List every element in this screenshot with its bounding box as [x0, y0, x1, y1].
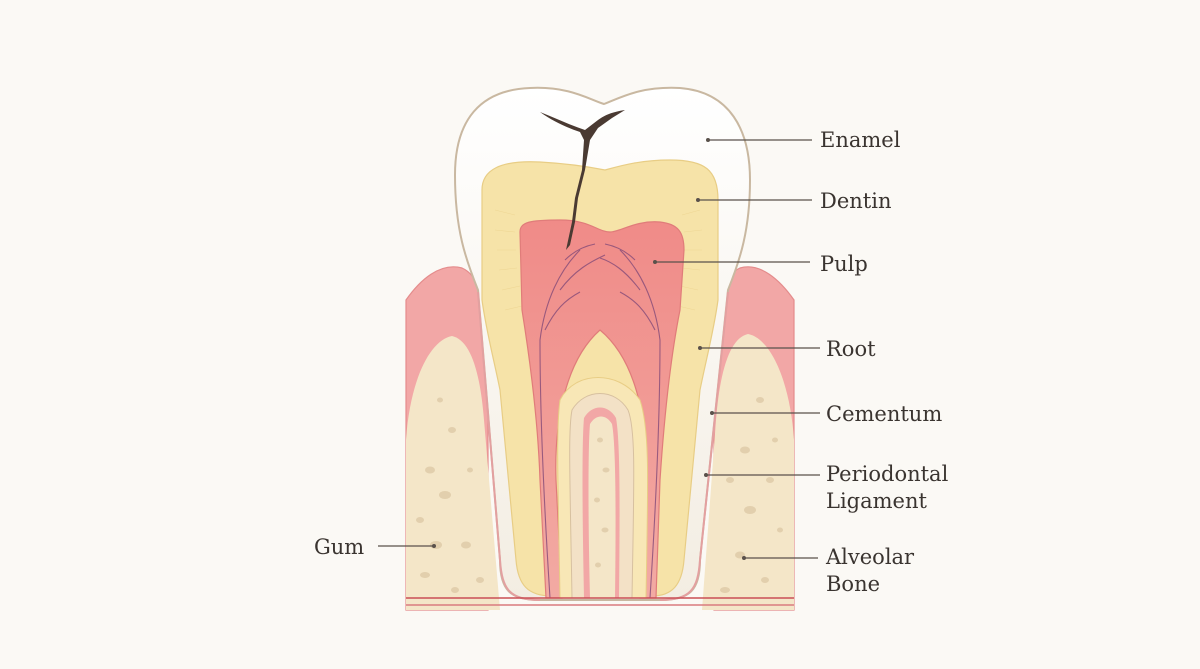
label-dentin: Dentin — [820, 189, 891, 213]
leader-lines — [378, 138, 820, 560]
periodontal-ligament-left — [477, 291, 541, 601]
label-periodontal-line2: Ligament — [826, 489, 927, 513]
blood-vessels — [539, 243, 661, 599]
label-pulp: Pulp — [820, 252, 868, 276]
label-enamel: Enamel — [820, 128, 901, 152]
label-alveolar-line1: Alveolar — [825, 545, 915, 569]
base-vessels — [406, 597, 794, 606]
periodontal-ligament-right — [659, 291, 729, 601]
label-cementum: Cementum — [826, 402, 942, 426]
label-root: Root — [826, 337, 876, 361]
label-alveolar-line2: Bone — [826, 572, 880, 596]
tooth — [453, 86, 752, 601]
alveolar-bone — [406, 334, 794, 610]
label-gum: Gum — [314, 535, 364, 559]
labels: Enamel Dentin Pulp Root Cementum Periodo… — [314, 128, 949, 596]
inner-bone — [588, 416, 616, 598]
tooth-crack — [540, 110, 625, 250]
dentin-tubules — [494, 209, 703, 311]
bone-spots — [416, 397, 783, 593]
label-periodontal-line1: Periodontal — [826, 462, 949, 486]
